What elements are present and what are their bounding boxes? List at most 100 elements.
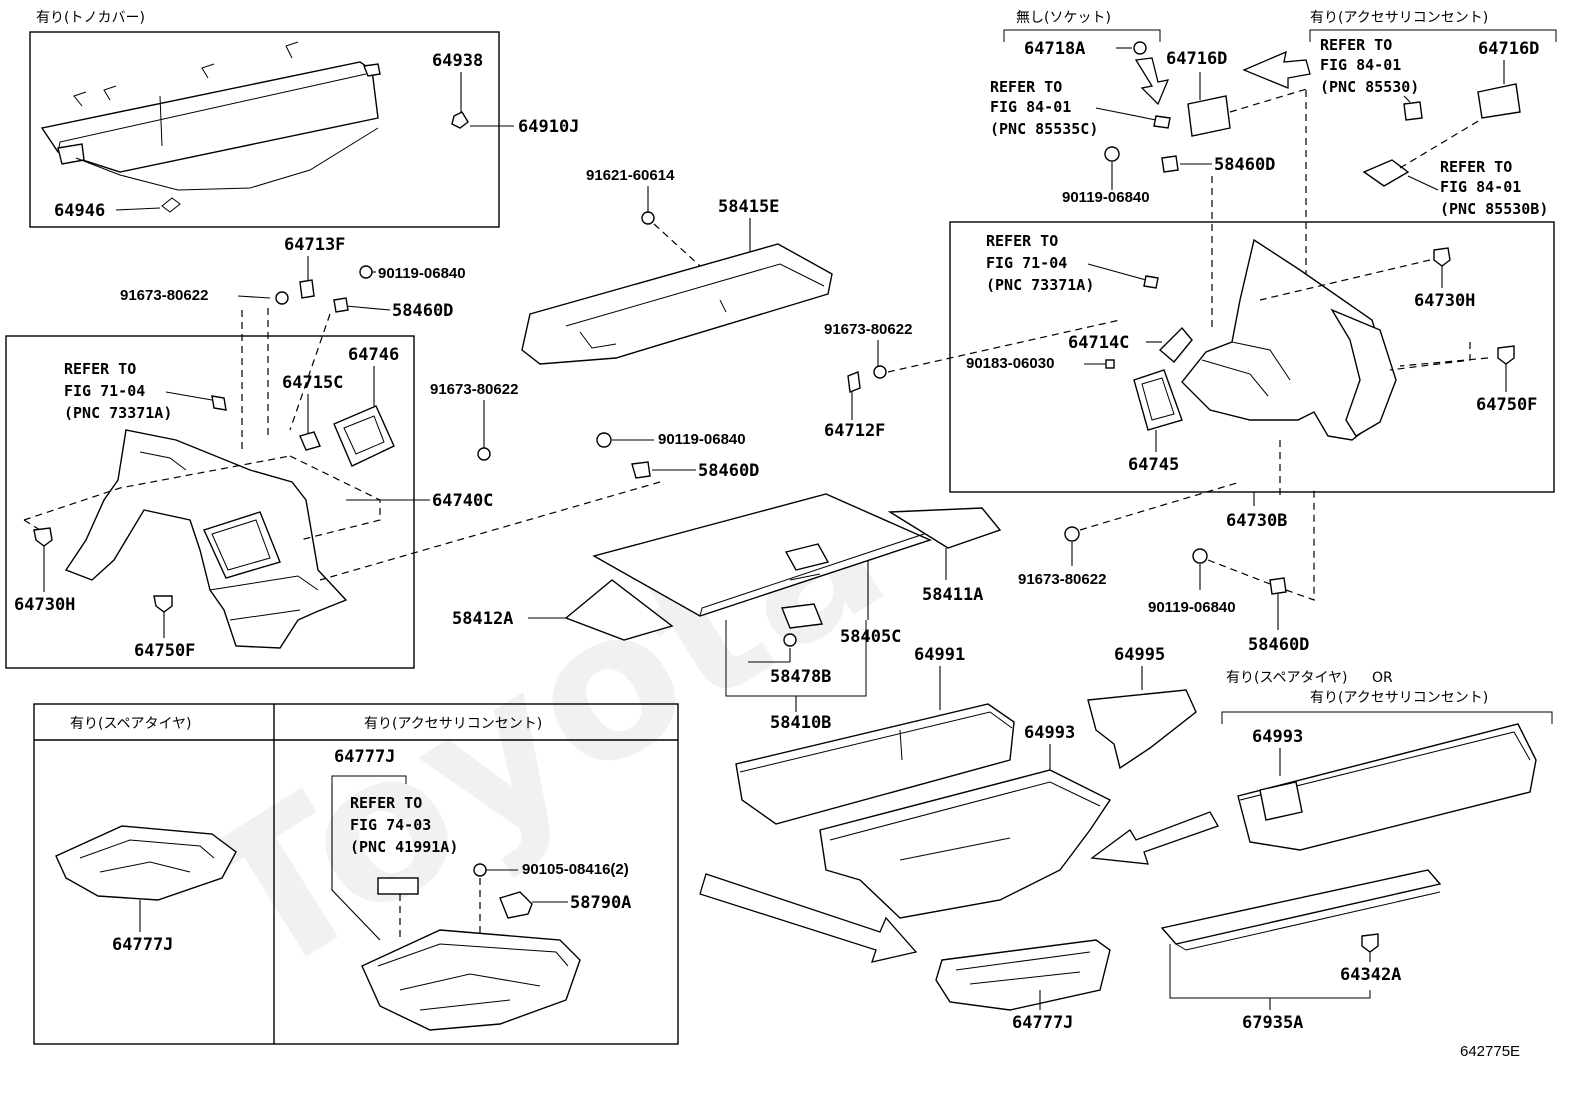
tray-group: 64991 64995 64993 有り(スペアタイヤ) OR 有り(アクセサリ…: [699, 645, 1553, 1033]
clip-64730h-right: [1433, 247, 1451, 267]
label-64716d-a: 64716D: [1166, 49, 1227, 69]
ref-85535c-l3: (PNC 85535C): [990, 120, 1098, 138]
ref-73371a-left-l3: (PNC 73371A): [64, 404, 172, 422]
clip-64750f-left: [153, 595, 173, 613]
label-90119-d: 90119-06840: [1148, 599, 1236, 616]
left-trim-box: [5, 335, 415, 669]
tray-64993-right: [1237, 723, 1537, 851]
ref-41991a-l1: REFER TO: [350, 794, 422, 812]
label-58460d-a: 58460D: [392, 301, 453, 321]
caption-spare-tire: 有り(スペアタイヤ): [70, 716, 192, 732]
label-64712f: 64712F: [824, 421, 885, 441]
caption-with-socket-top: 有り(アクセサリコンセント): [1310, 10, 1488, 26]
label-90105: 90105-08416(2): [522, 861, 629, 878]
clip-64713f: [299, 279, 315, 299]
label-64750f-right: 64750F: [1476, 395, 1537, 415]
label-91673-b: 91673-80622: [430, 381, 518, 398]
ref-41991a-l3: (PNC 41991A): [350, 838, 458, 856]
screw-91673-d: [1064, 526, 1080, 542]
tonneau-box: [29, 31, 500, 228]
label-58411a: 58411A: [922, 585, 983, 605]
label-90119-a: 90119-06840: [378, 265, 466, 282]
label-64777j-center: 64777J: [1012, 1013, 1073, 1033]
arrow-left-lower-icon: [1090, 811, 1219, 865]
label-90119-b: 90119-06840: [658, 431, 746, 448]
label-64777j-right: 64777J: [334, 747, 395, 767]
scuff-plate-67935a: [1160, 869, 1442, 951]
label-91673-c: 91673-80622: [824, 321, 912, 338]
tray-64777j-left: [55, 825, 237, 901]
label-91673-d: 91673-80622: [1018, 571, 1106, 588]
right-trim-box: [949, 221, 1555, 493]
screw-90105: [473, 863, 487, 877]
label-58460d-b: 58460D: [698, 461, 759, 481]
label-67935a: 67935A: [1242, 1013, 1303, 1033]
nut-58460d-a: [333, 297, 349, 313]
ref-73371a-right-l2: FIG 71-04: [986, 254, 1067, 272]
deck-board-58405c: [592, 493, 932, 617]
label-64730h-right: 64730H: [1414, 291, 1475, 311]
label-64713f: 64713F: [284, 235, 345, 255]
left-quarter-trim-group: 64713F 90119-06840 91673-80622 58460D RE…: [5, 235, 518, 669]
label-90183: 90183-06030: [966, 355, 1054, 372]
label-91621: 91621-60614: [586, 167, 675, 184]
handle-58478b: [781, 603, 823, 629]
cap-64714c: [1158, 326, 1193, 363]
label-64995: 64995: [1114, 645, 1165, 665]
label-58460d-d: 58460D: [1248, 635, 1309, 655]
ref-85535c-l1: REFER TO: [990, 78, 1062, 96]
bracket-64995: [1087, 689, 1197, 770]
label-58412a: 58412A: [452, 609, 513, 629]
tray-64777j-center: [935, 939, 1111, 1011]
tonneau-cover-part: [40, 41, 381, 191]
ref-85535c-l2: FIG 84-01: [990, 98, 1071, 116]
label-64714c: 64714C: [1068, 333, 1129, 353]
quarter-trim-64740c: [64, 429, 348, 649]
arrow-right-icon: [699, 873, 918, 963]
deck-side-58412a: [564, 579, 674, 641]
label-58478b: 58478B: [770, 667, 831, 687]
label-64718a: 64718A: [1024, 39, 1085, 59]
arrow-left-icon: [1242, 50, 1311, 89]
tray-64991: [735, 703, 1015, 825]
nut-58460d-b: [631, 461, 651, 479]
caption-no-socket: 無し(ソケット): [1016, 10, 1111, 26]
bottom-left-group: 有り(スペアタイヤ) 有り(アクセサリコンセント) 64777J 64777J …: [33, 703, 679, 1045]
quarter-trim-64730b: [1181, 238, 1397, 441]
ref-85530-l3: (PNC 85530): [1320, 78, 1419, 96]
label-64946: 64946: [54, 201, 105, 221]
cap-64715c: [299, 431, 321, 451]
label-91673-a: 91673-80622: [120, 287, 208, 304]
screw-90119-d: [1192, 548, 1208, 564]
screw-91621: [641, 211, 655, 225]
label-58415e: 58415E: [718, 197, 779, 217]
holder-58790a: [499, 891, 533, 919]
arrow-down-icon: [1134, 57, 1170, 106]
bottom-left-box: [33, 703, 679, 1045]
ref-85530b-l3: (PNC 85530B): [1440, 200, 1548, 218]
clip-64712f: [847, 371, 861, 393]
clip-64730h-left: [33, 527, 53, 547]
screw-90119-c: [1104, 146, 1120, 162]
label-plate-41991a: [377, 877, 419, 895]
screw-91673-c: [873, 365, 887, 379]
ref-85530b-l2: FIG 84-01: [1440, 178, 1521, 196]
caption-spare-or-socket-1: 有り(スペアタイヤ): [1226, 670, 1348, 686]
screw-58478b: [783, 633, 797, 647]
label-64750f-left: 64750F: [134, 641, 195, 661]
ref-73371a-left-l1: REFER TO: [64, 360, 136, 378]
ref-73371a-left-l2: FIG 71-04: [64, 382, 145, 400]
ref-85530b-l1: REFER TO: [1440, 158, 1512, 176]
clip-64342a: [1361, 933, 1379, 953]
label-64745: 64745: [1128, 455, 1179, 475]
label-64716d-b: 64716D: [1478, 39, 1539, 59]
label-58790a: 58790A: [570, 893, 631, 913]
deck-trim-58415e: [521, 243, 833, 365]
nut-58460d-c: [1161, 155, 1179, 173]
socket-85530b: [1362, 159, 1410, 187]
deck-side-58411a: [887, 507, 1002, 549]
socket-cover-64716d-a: [1187, 95, 1231, 137]
caption-spare-or-socket-2: 有り(アクセサリコンセント): [1310, 690, 1488, 706]
center-deck-group: 91621-60614 58415E 90119-06840 58460D 58…: [319, 167, 1121, 733]
